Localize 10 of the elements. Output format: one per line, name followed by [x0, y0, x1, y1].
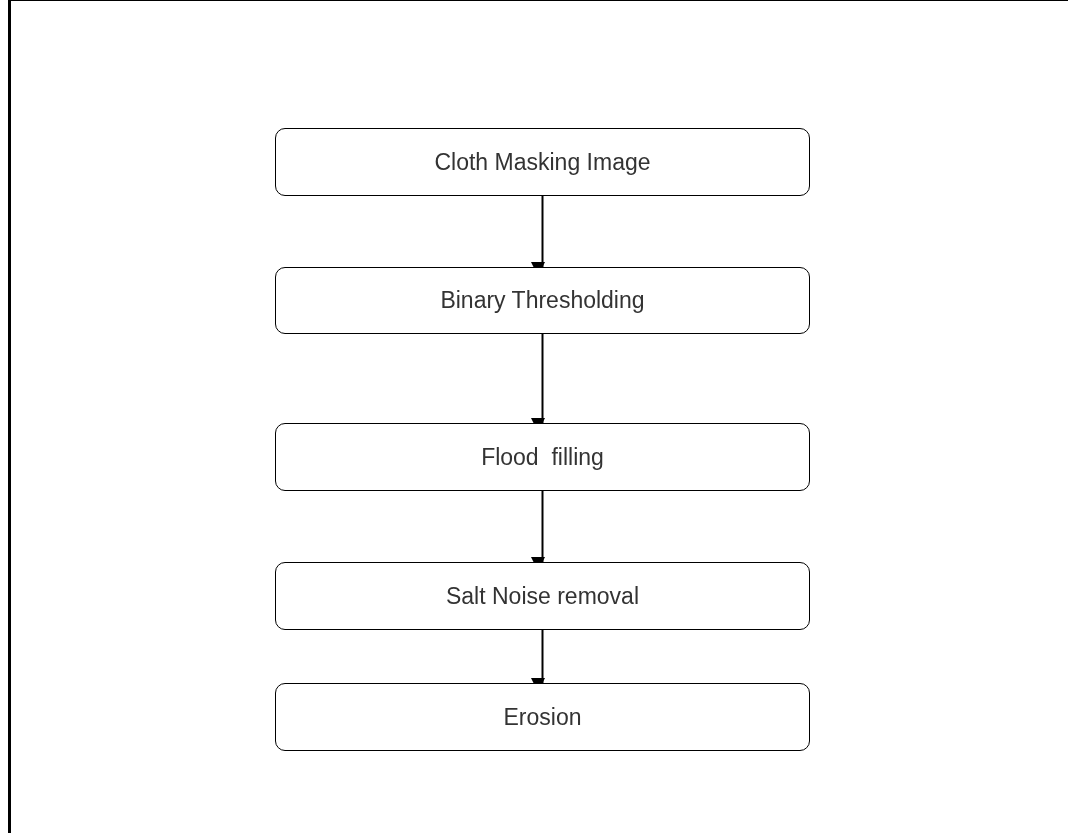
process-label: Binary Thresholding: [440, 287, 645, 314]
process-box: [275, 267, 810, 334]
process-box: [275, 128, 810, 196]
process-label: Erosion: [503, 703, 582, 731]
process-box: [275, 683, 810, 751]
process-label: Flood filling: [481, 443, 604, 471]
process-label: Cloth Masking Image: [434, 148, 651, 176]
process-box: [275, 562, 810, 630]
process-box: [275, 423, 810, 491]
process-label: Salt Noise removal: [446, 582, 639, 610]
